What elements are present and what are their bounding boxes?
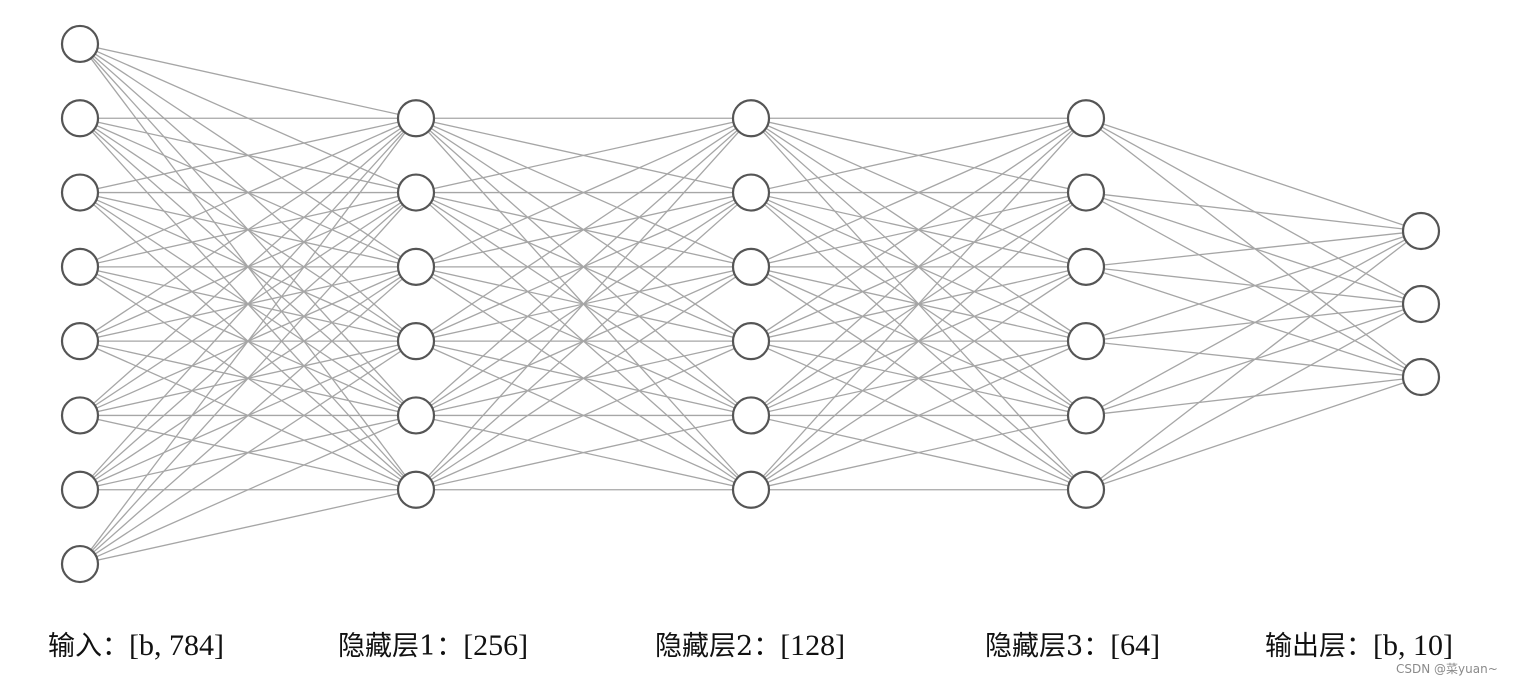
edge-l3-5-to-l4-1 xyxy=(1085,303,1422,491)
neuron-layer0-node7 xyxy=(60,544,100,584)
edge-l2-1-to-l3-0 xyxy=(750,117,1087,194)
edge-l1-2-to-l2-0 xyxy=(415,117,752,268)
edge-l0-7-to-l1-3 xyxy=(79,340,417,565)
network-diagram xyxy=(60,24,1441,584)
edge-l1-5-to-l2-4 xyxy=(415,414,752,491)
hidden-layer-2-shape: [128] xyxy=(780,629,846,662)
neuron-layer3-node5 xyxy=(1066,470,1106,509)
edge-l0-0-to-l1-0 xyxy=(79,43,417,119)
neuron-layer0-node3 xyxy=(60,247,100,286)
edge-l2-5-to-l3-1 xyxy=(750,192,1087,491)
edge-l1-4-to-l2-0 xyxy=(415,117,752,416)
edge-l0-4-to-l1-0 xyxy=(79,117,417,342)
edge-l2-2-to-l3-0 xyxy=(750,117,1087,268)
neuron-layer3-node1 xyxy=(1066,173,1106,212)
neuron-layer0-node5 xyxy=(60,396,100,435)
edge-l3-5-to-l4-2 xyxy=(1085,376,1422,491)
edge-l1-5-to-l2-1 xyxy=(415,192,752,491)
edge-l2-4-to-l3-0 xyxy=(750,117,1087,416)
neuron-layer1-node0 xyxy=(396,99,436,138)
neuron-layer3-node0 xyxy=(1066,99,1106,138)
neuron-layer0-node4 xyxy=(60,322,100,361)
neuron-layer0-node2 xyxy=(60,173,100,212)
hidden-layer-3-shape: [64] xyxy=(1110,629,1161,662)
edge-l0-7-to-l1-0 xyxy=(79,117,417,565)
edge-l3-2-to-l4-0 xyxy=(1085,230,1422,268)
edge-l3-5-to-l4-0 xyxy=(1085,230,1422,491)
neuron-layer2-node0 xyxy=(731,99,771,138)
connection-edges xyxy=(79,43,1422,565)
edge-l1-5-to-l2-3 xyxy=(415,340,752,491)
output-layer-label: 输出层：[b, 10] xyxy=(1265,629,1453,662)
neuron-layer4-node0 xyxy=(1401,211,1441,251)
neuron-layer2-node3 xyxy=(731,322,771,361)
neuron-layer3-node3 xyxy=(1066,322,1106,361)
edge-l3-0-to-l4-0 xyxy=(1085,117,1422,232)
neuron-layer3-node2 xyxy=(1066,247,1106,286)
edge-l0-7-to-l1-2 xyxy=(79,266,417,565)
edge-l2-5-to-l3-0 xyxy=(750,117,1087,491)
edge-l0-6-to-l1-0 xyxy=(79,117,417,491)
neuron-layer2-node4 xyxy=(731,396,771,435)
neuron-layer1-node3 xyxy=(396,322,436,361)
neuron-layer0-node0 xyxy=(60,24,100,64)
neuron-layer4-node2 xyxy=(1401,357,1441,397)
edge-l0-3-to-l1-0 xyxy=(79,117,417,268)
edge-l2-5-to-l3-3 xyxy=(750,340,1087,491)
edge-l0-7-to-l1-4 xyxy=(79,414,417,565)
edge-l3-1-to-l4-0 xyxy=(1085,191,1422,232)
neuron-layer4-node1 xyxy=(1401,284,1441,324)
edge-l0-7-to-l1-5 xyxy=(79,489,417,565)
edge-l3-4-to-l4-0 xyxy=(1085,230,1422,417)
hidden-layer-1-shape: [256] xyxy=(463,629,529,662)
neuron-layer3-node4 xyxy=(1066,396,1106,435)
edge-l0-2-to-l1-0 xyxy=(79,117,417,194)
hidden-layer-1-label: 隐藏层1：[256] xyxy=(338,629,529,662)
edge-l1-5-to-l2-2 xyxy=(415,266,752,491)
neuron-layer1-node5 xyxy=(396,470,436,509)
neuron-nodes xyxy=(60,24,1441,584)
neuron-layer0-node1 xyxy=(60,99,100,138)
neuron-layer2-node1 xyxy=(731,173,771,212)
neuron-layer2-node2 xyxy=(731,247,771,286)
neuron-layer1-node4 xyxy=(396,396,436,435)
neuron-layer1-node1 xyxy=(396,173,436,212)
neuron-layer2-node5 xyxy=(731,470,771,509)
edge-l2-5-to-l3-2 xyxy=(750,266,1087,491)
input-layer-label: 输入：[b, 784] xyxy=(48,629,224,662)
edge-l1-3-to-l2-0 xyxy=(415,117,752,342)
edge-l1-5-to-l2-0 xyxy=(415,117,752,491)
hidden-layer-3-label: 隐藏层3：[64] xyxy=(985,629,1161,662)
edge-l0-7-to-l1-1 xyxy=(79,192,417,565)
edge-l1-1-to-l2-0 xyxy=(415,117,752,194)
neuron-layer1-node2 xyxy=(396,247,436,286)
output-layer-shape: [b, 10] xyxy=(1373,629,1453,662)
edge-l0-5-to-l1-0 xyxy=(79,117,417,416)
watermark: CSDN @菜yuan~ xyxy=(1396,662,1498,676)
hidden-layer-2-label: 隐藏层2：[128] xyxy=(655,629,846,662)
neuron-layer0-node6 xyxy=(60,470,100,509)
edge-l2-3-to-l3-0 xyxy=(750,117,1087,342)
edge-l3-3-to-l4-0 xyxy=(1085,230,1422,342)
input-layer-shape: [b, 784] xyxy=(129,629,224,662)
edge-l2-5-to-l3-4 xyxy=(750,414,1087,491)
